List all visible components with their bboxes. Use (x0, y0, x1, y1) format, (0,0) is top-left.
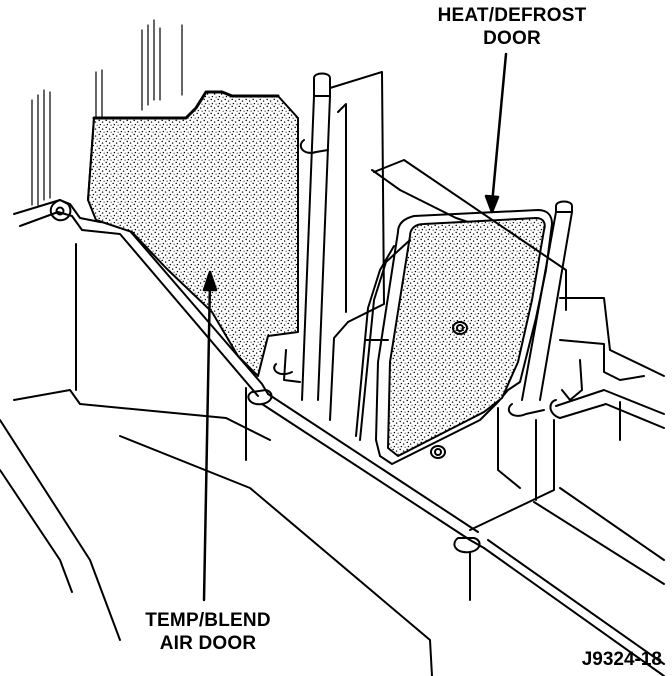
heat-defrost-door (355, 209, 553, 465)
temp-blend-door (87, 90, 299, 377)
heat-defrost-door-label: HEAT/DEFROST DOOR (412, 4, 612, 50)
temp-blend-label-line1: TEMP/BLEND (145, 610, 271, 631)
figure-code: J9324-18 (581, 649, 662, 670)
temp-blend-leader (202, 278, 212, 602)
door-shaft (273, 72, 331, 401)
heat-defrost-label-line1: HEAT/DEFROST (437, 5, 587, 26)
heat-defrost-label-line2: DOOR (483, 28, 541, 49)
heat-defrost-leader (490, 52, 508, 206)
right-shaft (507, 200, 573, 417)
temp-blend-air-door-label: TEMP/BLEND AIR DOOR (108, 609, 308, 655)
temp-blend-label-line2: AIR DOOR (159, 633, 257, 654)
housing-left-flange (13, 199, 665, 676)
housing-floor (0, 389, 433, 676)
housing-hatching (31, 19, 183, 206)
leader-lines (202, 52, 508, 602)
housing-right-wall (373, 159, 665, 585)
